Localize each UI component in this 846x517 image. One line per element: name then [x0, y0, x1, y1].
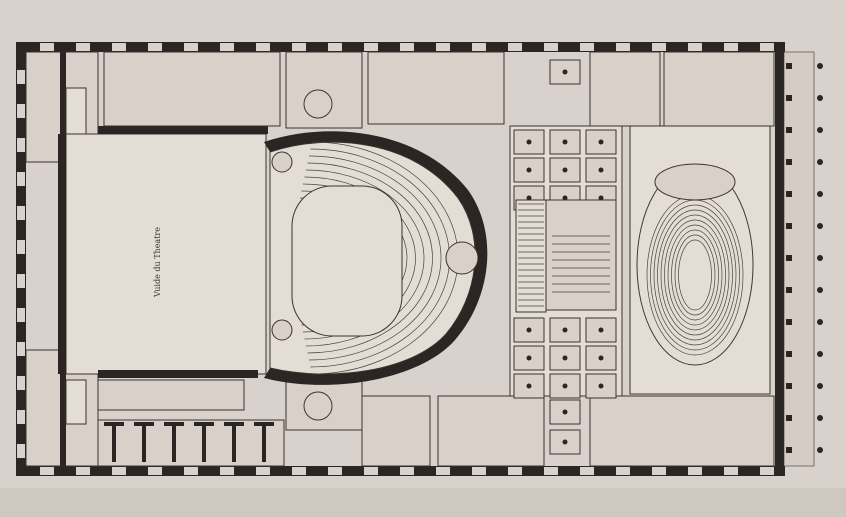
vestibule: [509, 59, 623, 455]
window-openings: [17, 43, 774, 475]
bottom-rooms: [97, 377, 775, 467]
top-rooms: [103, 51, 775, 129]
auditorium: [264, 131, 488, 385]
bottom-cells: [104, 422, 274, 462]
concert-hall: [629, 125, 771, 395]
stage-label: Vuide du Theatre: [153, 227, 162, 298]
stage-void: [58, 126, 268, 378]
paper-bottom-margin: [0, 488, 846, 517]
portico: [783, 51, 823, 467]
